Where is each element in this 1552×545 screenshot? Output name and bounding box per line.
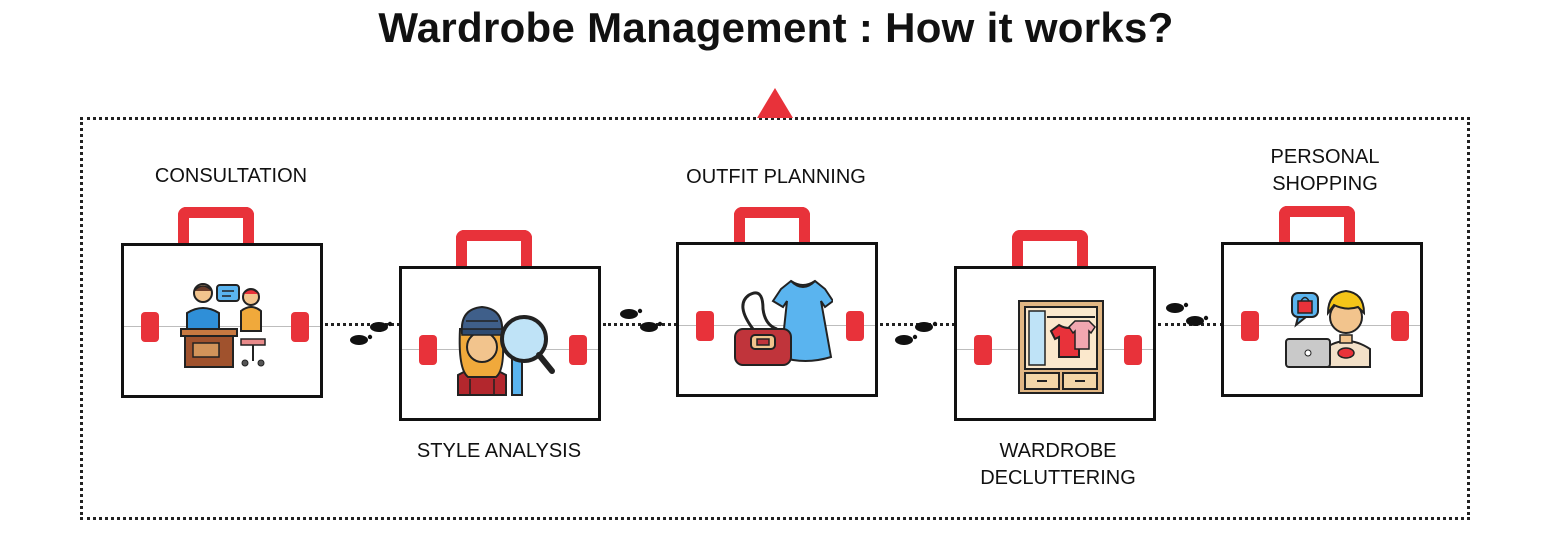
case-latch xyxy=(974,335,992,365)
case-handle xyxy=(1279,206,1355,248)
case-handle xyxy=(178,207,254,249)
style-analysis-icon xyxy=(452,299,556,399)
step-label: PERSONAL SHOPPING xyxy=(1270,146,1380,195)
frame-arrow-marker xyxy=(757,88,793,118)
footprints-icon xyxy=(1163,300,1209,330)
case-body xyxy=(1221,242,1423,397)
step-label: CONSULTATION xyxy=(154,165,308,187)
case-latch xyxy=(291,312,309,342)
consultation-icon xyxy=(179,279,271,371)
footprints-icon xyxy=(892,318,938,348)
case-body xyxy=(399,266,601,421)
step-label: STYLE ANALYSIS xyxy=(416,440,582,462)
connector-line xyxy=(325,323,400,326)
case-latch xyxy=(1391,311,1409,341)
wardrobe-icon xyxy=(1017,299,1105,397)
page-title: Wardrobe Management : How it works? xyxy=(378,4,1174,51)
process-frame xyxy=(80,117,1470,520)
connector-line xyxy=(603,323,677,326)
case-latch xyxy=(141,312,159,342)
case-latch xyxy=(846,311,864,341)
outfit-icon xyxy=(729,275,833,371)
case-body xyxy=(954,266,1156,421)
shopping-icon xyxy=(1284,281,1378,373)
footprints-icon xyxy=(617,306,663,336)
case-latch xyxy=(696,311,714,341)
case-body xyxy=(676,242,878,397)
footprints-icon xyxy=(347,318,393,348)
case-handle xyxy=(734,207,810,249)
case-handle xyxy=(1012,230,1088,272)
case-latch xyxy=(1241,311,1259,341)
case-latch xyxy=(1124,335,1142,365)
step-label: OUTFIT PLANNING xyxy=(686,166,866,188)
case-latch xyxy=(569,335,587,365)
step-label: WARDROBE DECLUTTERING xyxy=(980,440,1136,489)
case-latch xyxy=(419,335,437,365)
case-handle xyxy=(456,230,532,272)
case-body xyxy=(121,243,323,398)
